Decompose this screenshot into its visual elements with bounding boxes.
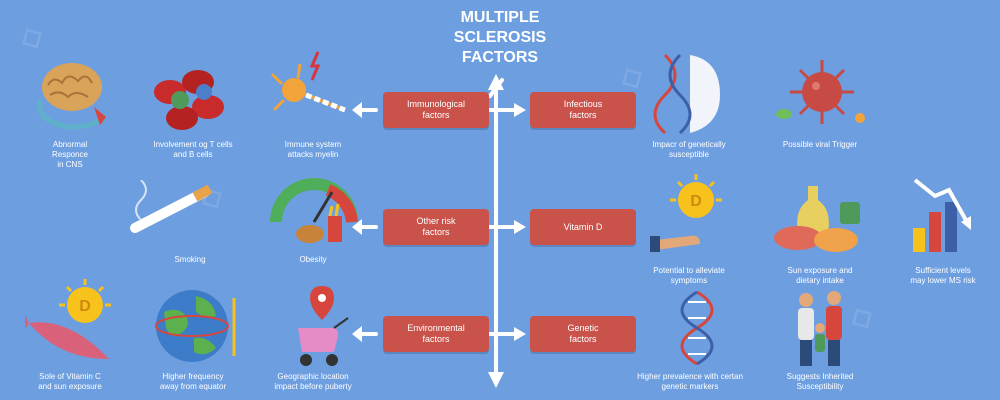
caption-line: Suggests Inherited [786, 372, 854, 381]
title-line: MULTIPLE [460, 9, 540, 26]
fish-sun-icon: D [25, 279, 111, 359]
caption-line: and B cells [173, 150, 213, 159]
caption-line: Abnormal [52, 140, 88, 149]
caption-sole-vitamin-c: Sole of Vitamin C and sun exposure [15, 372, 125, 392]
caption-smoking: Smoking [135, 255, 245, 265]
caption-line: and sun exposure [38, 382, 102, 391]
factor-label: factors [569, 110, 597, 120]
factor-label: factors [569, 334, 597, 344]
factor-label: Infectious [563, 99, 603, 109]
caption-line: Susceptibility [796, 382, 844, 391]
caption-line: Sufficient levels [915, 266, 971, 275]
caption-line: Involvement og T cells [153, 140, 233, 149]
caption-abnormal-response: Abnormal Responce in CNS [15, 140, 125, 170]
caption-genetically-susceptible: Impacr of genetically susceptible [634, 140, 744, 160]
caption-line: Responce [51, 150, 89, 159]
title-line: FACTORS [461, 49, 539, 66]
obesity-icon [270, 178, 358, 243]
caption-genetic-markers: Higher prevalence with certan genetic ma… [628, 372, 752, 392]
vitamin-d-letter: D [79, 298, 91, 315]
title-line: SCLEROSIS [453, 29, 547, 46]
caption-line: impact before puberty [274, 382, 352, 391]
cigarette-icon [130, 180, 213, 233]
caption-line: Higher frequency [162, 372, 224, 381]
factor-label: factors [422, 110, 450, 120]
globe-icon [155, 290, 236, 362]
factor-label: Environmental [407, 323, 465, 333]
virus-icon [776, 60, 865, 124]
dna-shield-icon [653, 53, 720, 135]
food-icon [774, 186, 860, 252]
factor-vitamin-d: Vitamin D [530, 209, 636, 245]
caption-higher-frequency: Higher frequency away from equator [138, 372, 248, 392]
factor-label: factors [422, 334, 450, 344]
caption-line: Smoking [174, 255, 206, 264]
caption-viral-trigger: Possible viral Trigger [765, 140, 875, 150]
factor-label: Vitamin D [563, 221, 603, 232]
caption-attacks-myelin: Immune system attacks myelin [258, 140, 368, 160]
page-title: MULTIPLE SCLEROSIS FACTORS [430, 8, 570, 68]
blood-cells-icon [154, 70, 224, 130]
caption-line: in CNS [57, 160, 83, 169]
factor-label: Other risk [416, 216, 456, 226]
caption-geographic-location: Geographic location impact before pubert… [258, 372, 368, 392]
caption-line: Potential to alleviate [653, 266, 725, 275]
caption-line: may lower MS risk [910, 276, 976, 285]
caption-line: genetic markers [661, 382, 719, 391]
sun-hand-icon: D [650, 174, 722, 252]
caption-line: symptoms [670, 276, 708, 285]
caption-line: Possible viral Trigger [782, 140, 858, 149]
caption-alleviate: Potential to alleviate symptoms [634, 266, 744, 286]
factor-label: Genetic [567, 323, 599, 333]
caption-line: attacks myelin [287, 150, 339, 159]
caption-obesity: Obesity [258, 255, 368, 265]
caption-line: Higher prevalence with certan [637, 372, 743, 381]
caption-line: away from equator [159, 382, 227, 391]
caption-sun-dietary: Sun exposure and dietary intake [765, 266, 875, 286]
caption-line: Impacr of genetically [652, 140, 726, 149]
caption-t-b-cells: Involvement og T cells and B cells [138, 140, 248, 160]
bar-chart-icon [913, 178, 971, 252]
caption-line: Sole of Vitamin C [39, 372, 101, 381]
dna-helix-icon [680, 290, 714, 366]
caption-line: Obesity [299, 255, 327, 264]
caption-line: susceptible [668, 150, 710, 159]
caption-line: dietary intake [796, 276, 844, 285]
family-icon [798, 291, 842, 366]
caption-line: Immune system [284, 140, 342, 149]
vitamin-d-letter: D [690, 193, 702, 210]
factor-label: Immunological [406, 99, 466, 109]
caption-inherited: Suggests Inherited Susceptibility [765, 372, 875, 392]
caption-line: Sun exposure and [787, 266, 853, 275]
neuron-icon [270, 51, 346, 113]
caption-sufficient-levels: Sufficient levels may lower MS risk [888, 266, 998, 286]
factor-label: factors [422, 227, 450, 237]
brain-icon [37, 63, 106, 130]
caption-line: Geographic location [277, 372, 349, 381]
location-stroller-icon [298, 286, 349, 366]
